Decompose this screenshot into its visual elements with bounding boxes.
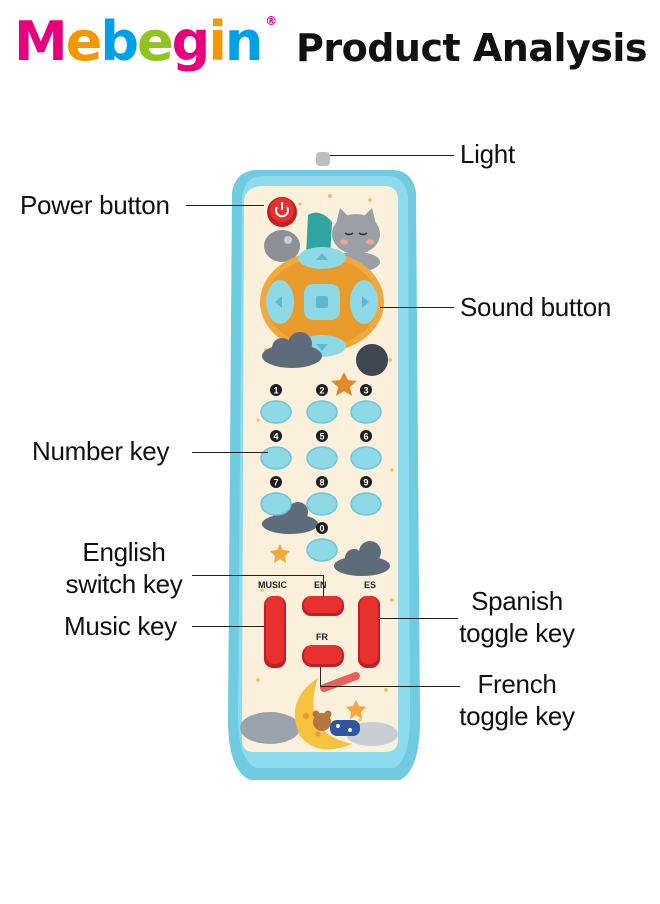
number-badge: [360, 384, 372, 396]
number-key-8[interactable]: [306, 492, 338, 516]
number-badge: [270, 476, 282, 488]
sound-button-label: Sound button: [460, 292, 612, 322]
french-toggle-key-label: French toggle key: [452, 668, 582, 732]
light-callout-line: [330, 155, 454, 157]
fr-key-label: FR: [316, 632, 328, 642]
number-badge-label: 7: [273, 478, 278, 488]
number-badge-label: 2: [319, 386, 324, 396]
number-badge: [360, 476, 372, 488]
spanish-key-cap: [360, 596, 378, 664]
number-key-9[interactable]: [350, 492, 382, 516]
right-arrow-icon: [362, 296, 369, 308]
brand-letter: n: [224, 10, 263, 73]
number-badge-label: 8: [319, 478, 324, 488]
number-badge: [270, 430, 282, 442]
down-arrow-icon: [316, 344, 328, 351]
spanish-callout-line: [380, 618, 458, 620]
number-badge: [316, 522, 328, 534]
french-label-line1: French: [477, 669, 557, 699]
center-square-icon: [316, 296, 328, 308]
moon-illustration: [356, 344, 388, 376]
brand-letter: e: [137, 10, 174, 73]
es-key-label: ES: [364, 580, 376, 590]
music-callout-line: [192, 626, 264, 628]
light-indicator: [316, 152, 330, 166]
english-callout-drop: [323, 575, 325, 597]
stars-decoration: [256, 194, 394, 722]
left-arrow-icon: [275, 296, 282, 308]
number-badge-label: 5: [319, 432, 324, 442]
number-key-5[interactable]: [306, 446, 338, 470]
english-label-line2: switch key: [65, 569, 183, 599]
spanish-label-line1: Spanish: [471, 586, 563, 616]
number-badge-label: 1: [273, 386, 278, 396]
music-key-callout-label: Music key: [64, 611, 177, 641]
number-badge-label: 9: [363, 478, 368, 488]
en-key-label: EN: [314, 580, 327, 590]
number-badge: [316, 384, 328, 396]
brand-logo: Mebegin ®: [14, 10, 277, 80]
number-badge-label: 0: [319, 524, 324, 534]
english-switch-key-label: English switch key: [56, 536, 192, 600]
english-label-line1: English: [82, 537, 166, 567]
number-badge: [316, 430, 328, 442]
number-key-6[interactable]: [350, 446, 382, 470]
page-title: Product Analysis: [296, 26, 648, 70]
music-key-cap: [266, 596, 284, 664]
brand-letter: i: [208, 10, 226, 73]
number-key-label: Number key: [32, 436, 170, 466]
number-badge: [316, 476, 328, 488]
registered-mark: ®: [265, 14, 277, 28]
bear-moon-illustration: [240, 678, 398, 750]
french-key-cap: [304, 645, 342, 664]
number-badge-label: 4: [273, 432, 278, 442]
light-label: Light: [460, 139, 515, 169]
power-icon: [275, 206, 289, 218]
brand-letter: M: [14, 10, 68, 73]
french-callout-drop: [320, 667, 322, 687]
number-key-3[interactable]: [350, 400, 382, 424]
english-key-cap: [304, 596, 342, 613]
number-keypad: 1 2 3 4 5 6 7 8 9 0: [260, 384, 382, 562]
number-key-7[interactable]: [260, 492, 292, 516]
brand-letter: e: [65, 10, 103, 73]
up-arrow-icon: [316, 253, 328, 260]
sound-callout-line: [380, 307, 454, 309]
brand-letter: b: [100, 10, 139, 73]
dpad-arrows: [275, 253, 369, 351]
number-key-0[interactable]: [306, 538, 338, 562]
number-badge-label: 3: [363, 386, 368, 396]
english-callout-line: [192, 575, 324, 577]
power-callout-line: [186, 205, 264, 207]
french-callout-line: [320, 686, 460, 688]
music-key-label: MUSIC: [258, 580, 288, 590]
number-callout-line: [192, 452, 268, 454]
spanish-label-line2: toggle key: [459, 618, 575, 648]
number-badge: [270, 384, 282, 396]
power-button-label: Power button: [20, 190, 170, 220]
brand-letter: g: [171, 10, 211, 73]
number-key-2[interactable]: [306, 400, 338, 424]
star-icon: [331, 372, 357, 396]
number-key-1[interactable]: [260, 400, 292, 424]
number-key-4[interactable]: [260, 446, 292, 470]
star-icon: [270, 544, 290, 563]
star-icon: [346, 700, 366, 719]
cloud-illustration: [262, 332, 390, 576]
spanish-toggle-key-label: Spanish toggle key: [452, 585, 582, 649]
number-badge: [360, 430, 372, 442]
french-label-line2: toggle key: [459, 701, 575, 731]
number-badge-label: 6: [363, 432, 368, 442]
